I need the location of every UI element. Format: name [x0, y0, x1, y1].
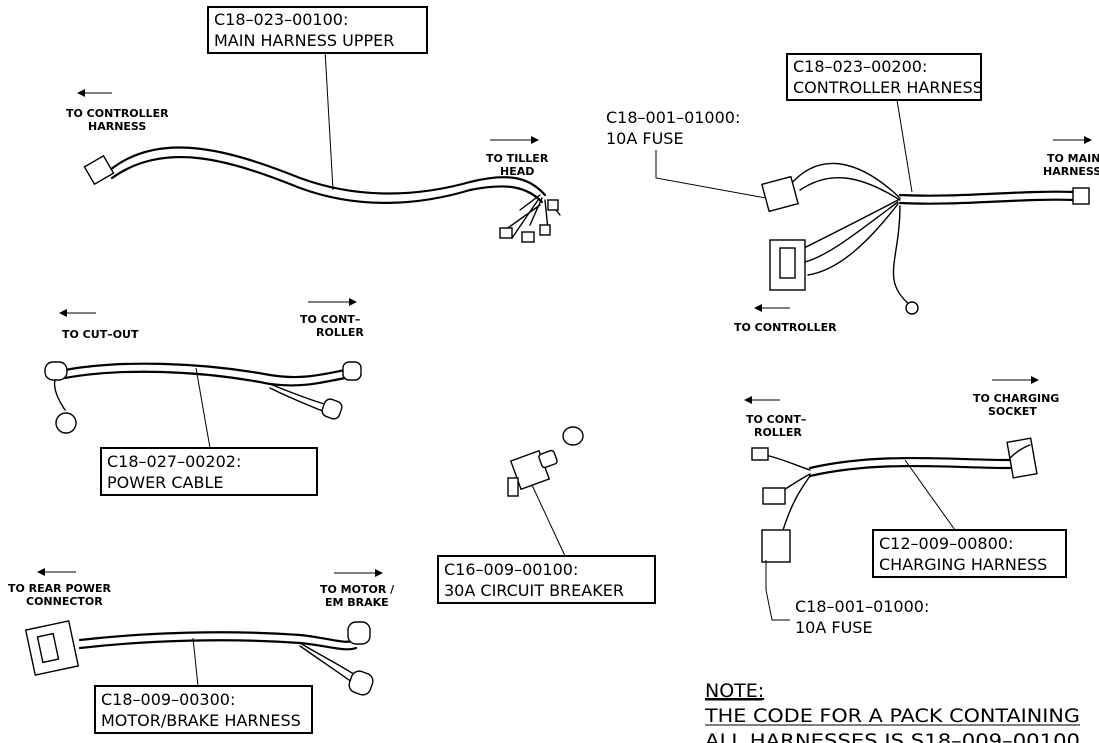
main-harness-upper — [77, 49, 561, 243]
motor-brake-code: C18–009–00300: — [101, 690, 235, 709]
main-upper-left-dest-1: TO CONTROLLER — [66, 107, 169, 120]
main-harness-connector — [1072, 187, 1090, 205]
leader-charging — [904, 459, 956, 531]
leader-controller — [896, 99, 913, 193]
charging-socket-connector — [1006, 437, 1038, 479]
controller-bottom-dest: TO CONTROLLER — [734, 321, 837, 334]
controller-right-dest-2: HARNESS — [1043, 165, 1099, 178]
motor-brake-left-dest-2: CONNECTOR — [26, 595, 103, 608]
main-upper-name: MAIN HARNESS UPPER — [214, 31, 394, 50]
breaker-button — [538, 449, 558, 469]
tiller-connector-1 — [499, 227, 513, 239]
charging-code: C12–009–00800: — [879, 534, 1013, 553]
leader-circuit-breaker — [531, 484, 566, 557]
controller-harness — [655, 99, 1092, 315]
charging-right-dest-2: SOCKET — [988, 405, 1037, 418]
fuse-bottom-code: C18–001–01000: — [795, 597, 929, 616]
ring-terminal — [55, 412, 77, 434]
power-cable — [44, 298, 362, 449]
label-box-motor-brake — [94, 685, 313, 734]
fuse-top-code: C18–001–01000: — [606, 108, 740, 127]
motor-brake-right-dest-1: TO MOTOR / — [320, 583, 395, 596]
charging-name: CHARGING HARNESS — [879, 555, 1047, 574]
controller-connector — [83, 154, 115, 186]
charging-fuse-holder — [761, 529, 791, 563]
leader-main-upper — [324, 49, 334, 191]
power-cable-right-dest-1: TO CONT– — [300, 313, 360, 326]
leader-fuse-top — [655, 150, 767, 199]
label-box-main-upper — [207, 6, 428, 54]
tiller-connector-3 — [539, 224, 551, 236]
leader-power-cable — [195, 367, 211, 449]
label-box-power-cable — [100, 447, 318, 496]
fuse-top-name: 10A FUSE — [606, 129, 684, 148]
power-lead-left — [44, 361, 68, 381]
circuit-breaker — [507, 426, 584, 557]
charging-harness — [744, 376, 1039, 621]
breaker-cap — [562, 426, 584, 446]
controller-lead-2 — [762, 487, 786, 505]
power-cable-left-dest: TO CUT–OUT — [62, 328, 139, 341]
label-box-circuit-breaker — [437, 555, 656, 604]
rear-power-connector-inner — [36, 632, 60, 664]
power-cable-right-dest-2: ROLLER — [316, 326, 364, 339]
fuse-bottom-name: 10A FUSE — [795, 618, 873, 637]
circuit-breaker-name: 30A CIRCUIT BREAKER — [444, 581, 624, 600]
motor-brake-name: MOTOR/BRAKE HARNESS — [101, 711, 301, 730]
controller-right-dest-1: TO MAIN — [1047, 152, 1099, 165]
motor-lug-bottom — [348, 670, 374, 696]
controller-name: CONTROLLER HARNESS — [793, 78, 983, 97]
motor-brake-right-dest-2: EM BRAKE — [325, 596, 389, 609]
charging-left-dest-1: TO CONT– — [746, 413, 806, 426]
label-box-charging — [872, 529, 1067, 578]
leader-motor-brake — [192, 637, 199, 687]
controller-plug-inner — [779, 247, 796, 279]
motor-lug-top — [347, 621, 371, 645]
note-line-2: ALL HARNESSES IS S18–009–00100 — [705, 730, 1080, 743]
tiller-connector-4 — [547, 199, 559, 211]
power-lug-bottom — [321, 398, 343, 420]
charging-right-dest-1: TO CHARGING — [973, 392, 1059, 405]
ring-terminal — [905, 301, 919, 315]
controller-lead — [751, 447, 769, 461]
fuse-holder — [761, 175, 799, 213]
label-box-controller — [786, 53, 982, 101]
note-title: NOTE: — [705, 680, 764, 702]
charging-left-dest-2: ROLLER — [754, 426, 802, 439]
breaker-terminal — [507, 477, 519, 497]
power-lug-top — [342, 361, 362, 381]
power-cable-code: C18–027–00202: — [107, 452, 241, 471]
main-upper-code: C18–023–00100: — [214, 10, 348, 29]
main-upper-left-dest-2: HARNESS — [88, 120, 146, 133]
main-upper-right-dest-2: HEAD — [500, 165, 534, 178]
motor-brake-harness — [24, 568, 383, 696]
controller-code: C18–023–00200: — [793, 57, 927, 76]
power-cable-name: POWER CABLE — [107, 473, 224, 492]
leader-fuse-bottom — [765, 560, 790, 621]
main-upper-right-dest-1: TO TILLER — [486, 152, 549, 165]
motor-brake-left-dest-1: TO REAR POWER — [8, 582, 112, 595]
circuit-breaker-code: C16–009–00100: — [444, 560, 578, 579]
note-line-1: THE CODE FOR A PACK CONTAINING — [704, 705, 1080, 727]
tiller-connector-2 — [521, 231, 535, 243]
